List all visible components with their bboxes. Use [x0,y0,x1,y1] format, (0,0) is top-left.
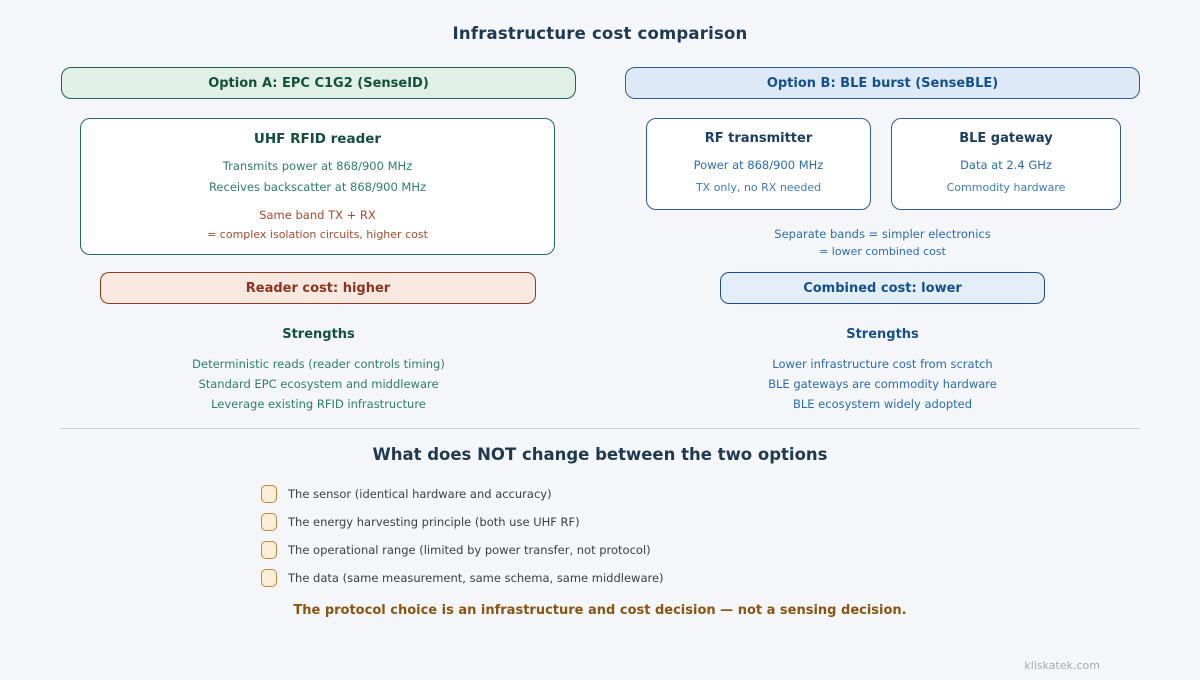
option-b-strength-item: BLE gateways are commodity hardware [768,377,997,391]
ble-gateway-title: BLE gateway [959,131,1053,146]
option-b-strengths-title: Strengths [846,327,919,342]
checklist-row: The sensor (identical hardware and accur… [261,485,664,503]
conclusion-statement: The protocol choice is an infrastructure… [293,603,907,618]
option-b-note-line-1: Separate bands = simpler electronics [774,227,991,241]
page-title: Infrastructure cost comparison [452,24,748,43]
checklist-row: The data (same measurement, same schema,… [261,569,664,587]
rf-transmitter-line-1: Power at 868/900 MHz [693,158,824,172]
checklist-item-label: The data (same measurement, same schema,… [288,571,664,585]
reader-cost-badge: Reader cost: higher [100,272,536,304]
ble-gateway-box: BLE gateway Data at 2.4 GHz Commodity ha… [891,118,1121,210]
checklist-row: The operational range (limited by power … [261,541,664,559]
rf-transmitter-box: RF transmitter Power at 868/900 MHz TX o… [646,118,871,210]
checkbox-icon[interactable] [261,541,277,559]
unchanged-section-title: What does NOT change between the two opt… [372,445,828,464]
option-a-strengths: Strengths Deterministic reads (reader co… [61,327,576,414]
option-b-note: Separate bands = simpler electronics = l… [625,225,1140,261]
checkbox-icon[interactable] [261,569,277,587]
unchanged-checklist: The sensor (identical hardware and accur… [261,485,664,597]
combined-cost-badge: Combined cost: lower [720,272,1045,304]
option-a-strength-item: Deterministic reads (reader controls tim… [192,357,445,371]
section-divider [60,428,1140,429]
checklist-item-label: The energy harvesting principle (both us… [288,515,580,529]
option-a-strength-item: Leverage existing RFID infrastructure [211,397,426,411]
option-a-strengths-title: Strengths [282,327,355,342]
option-a-header-label: Option A: EPC C1G2 (SenseID) [208,75,429,91]
checklist-item-label: The operational range (limited by power … [288,543,651,557]
uhf-reader-title: UHF RFID reader [253,131,382,147]
option-b-strength-item: BLE ecosystem widely adopted [792,397,973,411]
checkbox-icon[interactable] [261,485,277,503]
option-a-header: Option A: EPC C1G2 (SenseID) [61,67,576,99]
uhf-reader-warning-2: = complex isolation circuits, higher cos… [207,228,428,241]
rf-transmitter-title: RF transmitter [704,131,813,146]
option-b-header: Option B: BLE burst (SenseBLE) [625,67,1140,99]
uhf-reader-line-1: Transmits power at 868/900 MHz [222,159,413,173]
option-b-note-line-2: = lower combined cost [819,245,946,258]
uhf-reader-line-2: Receives backscatter at 868/900 MHz [208,180,427,194]
uhf-reader-warning-1: Same band TX + RX [259,208,376,222]
option-b-strength-item: Lower infrastructure cost from scratch [772,357,993,371]
checklist-item-label: The sensor (identical hardware and accur… [288,487,552,501]
footer-watermark: kliskatek.com [1024,659,1100,672]
ble-gateway-line-1: Data at 2.4 GHz [960,158,1052,172]
checkbox-icon[interactable] [261,513,277,531]
option-a-strength-item: Standard EPC ecosystem and middleware [198,377,439,391]
ble-gateway-line-2: Commodity hardware [946,181,1066,194]
option-b-header-label: Option B: BLE burst (SenseBLE) [766,75,999,91]
uhf-rfid-reader-box: UHF RFID reader Transmits power at 868/9… [80,118,555,255]
rf-transmitter-line-2: TX only, no RX needed [695,181,822,194]
checklist-row: The energy harvesting principle (both us… [261,513,664,531]
option-b-strengths: Strengths Lower infrastructure cost from… [625,327,1140,414]
